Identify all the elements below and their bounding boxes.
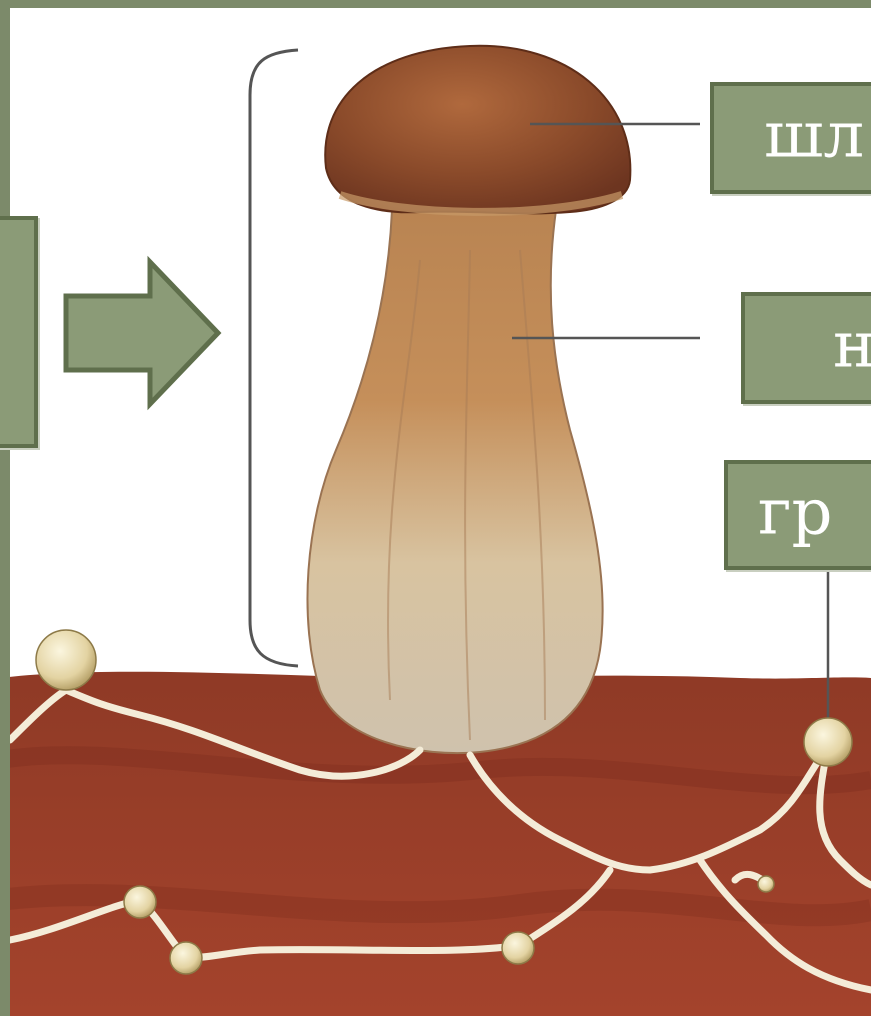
left-bracket <box>250 50 298 666</box>
mushroom-stem <box>307 210 602 753</box>
mycelium-label-text: гр <box>758 480 833 544</box>
cap-label-text: шл <box>764 103 864 167</box>
left-label-box: е <box>0 216 38 448</box>
frame-border-top <box>0 0 871 8</box>
cap-label-box: шл <box>710 82 871 194</box>
stem-label-box: н <box>741 292 871 404</box>
right-arrow-icon <box>66 262 218 404</box>
frame-border-left <box>0 0 10 1016</box>
mycelium-label-box: гр <box>724 460 871 570</box>
mushroom-cap <box>325 46 630 214</box>
stem-label-text: н <box>833 313 871 377</box>
